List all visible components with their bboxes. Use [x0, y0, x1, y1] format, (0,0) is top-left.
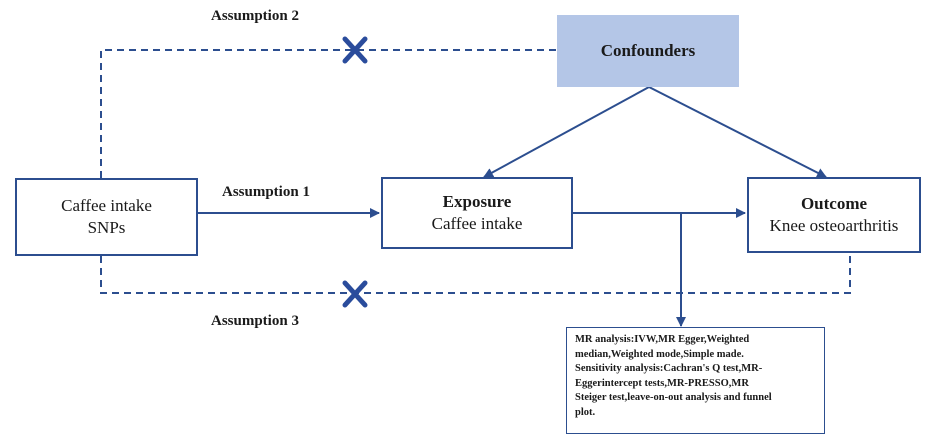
cross-mark-icon — [342, 280, 368, 308]
confounders-to-exposure-arrow — [483, 86, 650, 178]
instrument-line1: Caffee intake — [61, 196, 152, 215]
outcome-subtitle: Knee osteoarthritis — [769, 216, 899, 235]
assumption1-label: Assumption 1 — [222, 184, 310, 200]
confounders-to-outcome-arrow — [648, 86, 827, 178]
exposure-subtitle: Caffee intake — [431, 214, 523, 233]
methods-box: MR analysis:IVW,MR Egger,Weighted median… — [566, 327, 825, 434]
methods-text: MR analysis:IVW,MR Egger,Weighted median… — [575, 334, 772, 418]
assumption3-dashed-line — [100, 253, 851, 294]
exposure-box: Exposure Caffee intake — [381, 177, 573, 249]
exposure-title: Exposure — [442, 192, 512, 211]
outcome-title: Outcome — [800, 194, 868, 213]
assumption2-dashed-line — [100, 49, 557, 178]
outcome-box: Outcome Knee osteoarthritis — [747, 177, 921, 253]
assumption2-label: Assumption 2 — [211, 8, 299, 24]
assumption3-label: Assumption 3 — [211, 313, 299, 329]
cross-mark-icon — [342, 36, 368, 64]
instrument-box: Caffee intake SNPs — [15, 178, 198, 256]
instrument-line2: SNPs — [87, 218, 126, 237]
confounders-title: Confounders — [600, 41, 696, 60]
confounders-box: Confounders — [557, 15, 739, 87]
